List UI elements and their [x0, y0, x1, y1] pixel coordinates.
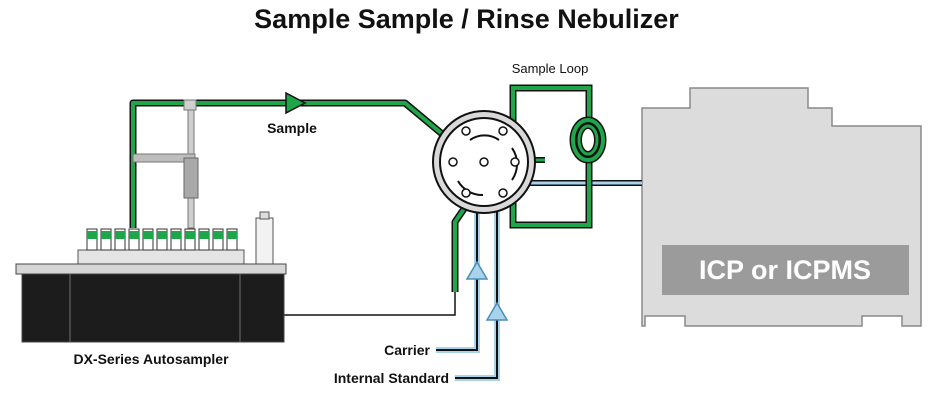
carrier-label: Carrier: [384, 342, 430, 358]
sample-loop-label: Sample Loop: [512, 61, 589, 76]
autosampler-label: DX-Series Autosampler: [73, 351, 229, 367]
carrier-line: [436, 205, 489, 353]
icp-instrument: [641, 87, 922, 327]
carrier-flow-arrow: [465, 260, 489, 280]
sample-line: [129, 91, 450, 228]
internal-standard-line: [455, 200, 509, 381]
autosampler: [15, 99, 287, 343]
instrument-label: ICP or ICPMS: [699, 255, 871, 285]
page-title: Sample Sample / Rinse Nebulizer: [254, 4, 679, 34]
instrument-panel: [662, 245, 909, 295]
waste-line: [284, 201, 471, 316]
internal-standard-label: Internal Standard: [334, 370, 449, 386]
sample-vials: [86, 228, 238, 251]
switching-valve: [432, 110, 536, 214]
sample-label: Sample: [267, 120, 317, 136]
rinse-reservoir: [255, 217, 274, 267]
sample-flow-arrow: [285, 91, 307, 115]
internal-standard-flow-arrow: [485, 301, 509, 321]
